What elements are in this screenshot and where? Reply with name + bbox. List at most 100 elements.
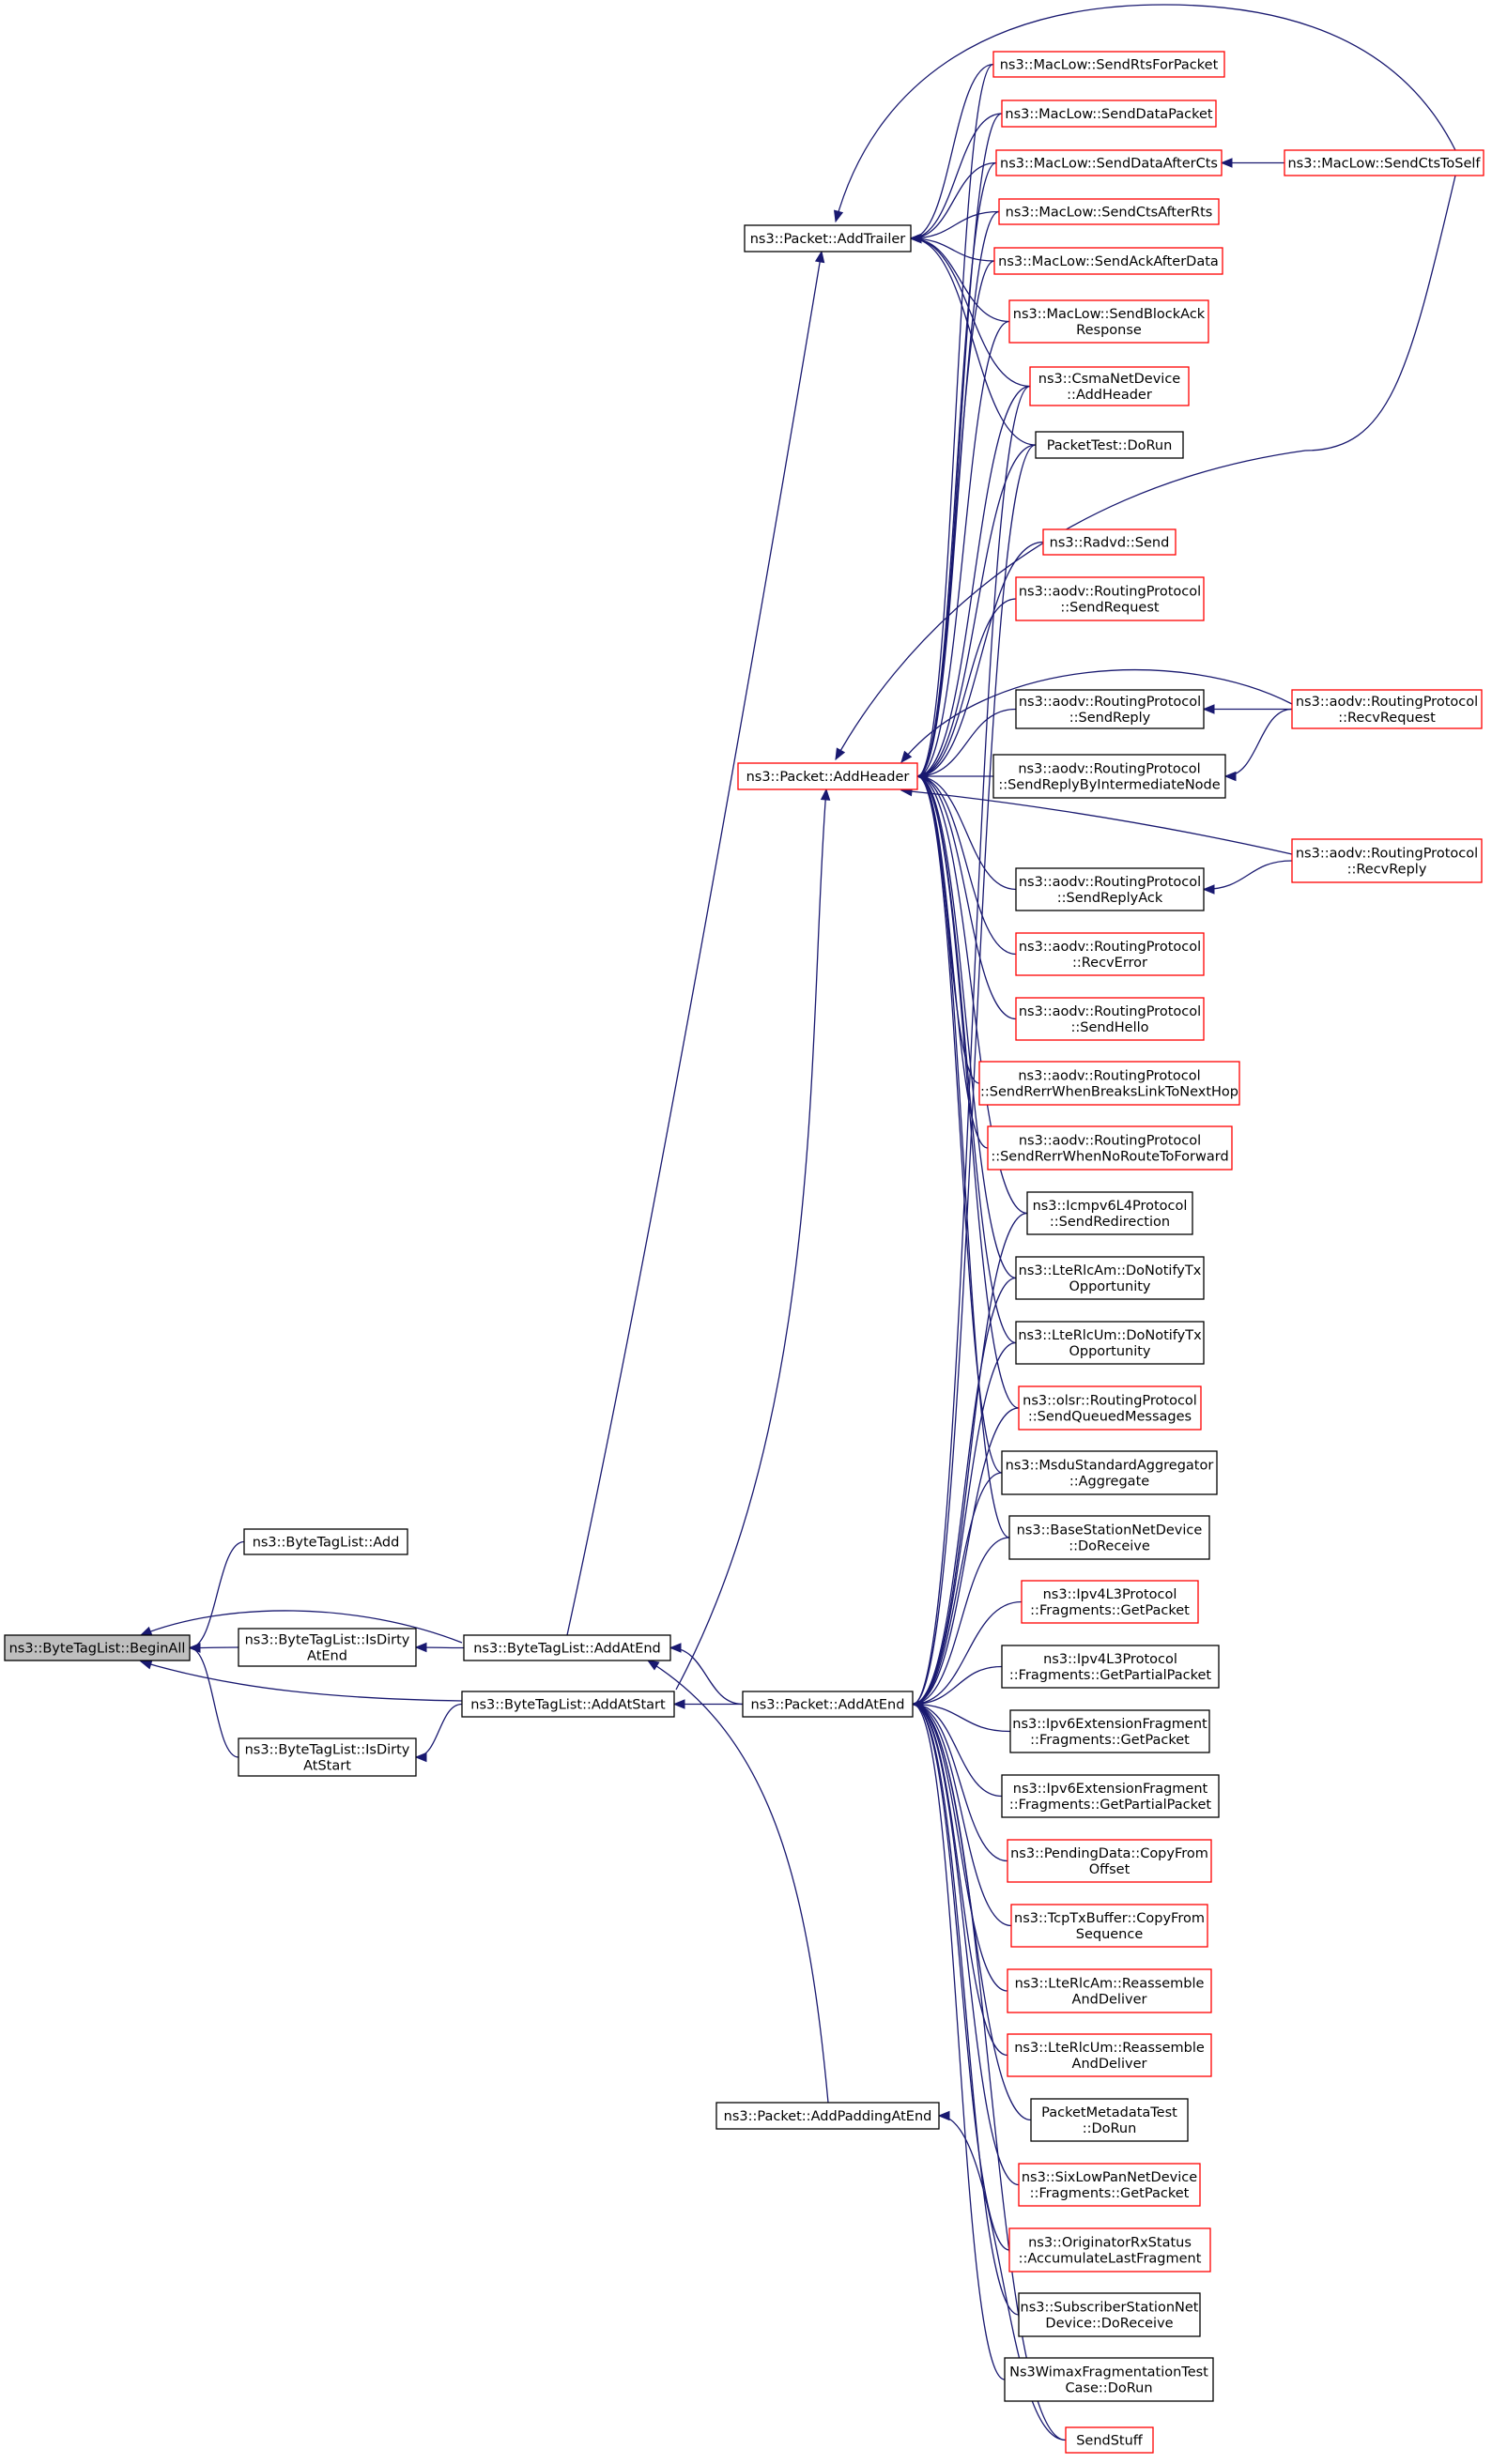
node-box[interactable]: [1007, 2033, 1212, 2077]
node-box[interactable]: [1007, 1968, 1212, 2013]
node-beginall[interactable]: ns3::ByteTagList::BeginAll: [4, 1634, 191, 1661]
node-basestation[interactable]: ns3::BaseStationNetDevice::DoReceive: [1008, 1515, 1210, 1560]
node-addatend[interactable]: ns3::ByteTagList::AddAtEnd: [463, 1634, 671, 1661]
node-box[interactable]: [1018, 2292, 1201, 2337]
node-box[interactable]: [1008, 299, 1209, 344]
node-box[interactable]: [1021, 1580, 1199, 1624]
node-box[interactable]: [1284, 149, 1484, 176]
node-box[interactable]: [4, 1634, 191, 1661]
node-box[interactable]: [1015, 1321, 1205, 1365]
node-originator[interactable]: ns3::OriginatorRxStatus::AccumulateLastF…: [1008, 2227, 1211, 2273]
node-subscriber[interactable]: ns3::SubscriberStationNetDevice::DoRecei…: [1018, 2292, 1201, 2337]
node-box[interactable]: [987, 1125, 1233, 1171]
node-sendrerrbreaks[interactable]: ns3::aodv::RoutingProtocol::SendRerrWhen…: [978, 1061, 1240, 1106]
node-sendrequest[interactable]: ns3::aodv::RoutingProtocol::SendRequest: [1015, 576, 1205, 621]
node-ipv6partial[interactable]: ns3::Ipv6ExtensionFragment::Fragments::G…: [1001, 1774, 1220, 1818]
node-sendreply[interactable]: ns3::aodv::RoutingProtocol::SendReply: [1015, 689, 1205, 729]
node-box[interactable]: [1015, 689, 1205, 729]
node-packettest[interactable]: PacketTest::DoRun: [1035, 431, 1184, 459]
node-ipv4getpacket[interactable]: ns3::Ipv4L3Protocol::Fragments::GetPacke…: [1021, 1580, 1199, 1624]
node-box[interactable]: [1065, 2426, 1154, 2454]
node-csma[interactable]: ns3::CsmaNetDevice::AddHeader: [1029, 366, 1190, 406]
node-box[interactable]: [238, 1737, 417, 1777]
node-box[interactable]: [1015, 997, 1205, 1041]
node-box[interactable]: [993, 247, 1223, 275]
node-box[interactable]: [978, 1061, 1240, 1106]
node-addpadding[interactable]: ns3::Packet::AddPaddingAtEnd: [715, 2102, 940, 2130]
node-paddatend[interactable]: ns3::Packet::AddAtEnd: [742, 1691, 914, 1718]
node-box[interactable]: [744, 224, 912, 253]
node-box[interactable]: [1008, 1515, 1210, 1560]
node-box[interactable]: [1009, 1709, 1210, 1753]
node-box[interactable]: [1001, 1450, 1218, 1495]
node-box[interactable]: [461, 1691, 675, 1718]
node-recvrequest[interactable]: ns3::aodv::RoutingProtocol::RecvRequest: [1291, 689, 1483, 729]
node-box[interactable]: [1010, 1904, 1208, 1948]
node-sendack[interactable]: ns3::MacLow::SendAckAfterData: [993, 247, 1223, 275]
node-box[interactable]: [992, 754, 1226, 799]
node-sendctstoself[interactable]: ns3::MacLow::SendCtsToSelf: [1284, 149, 1484, 176]
node-add[interactable]: ns3::ByteTagList::Add: [243, 1528, 408, 1555]
node-sixlowpan[interactable]: ns3::SixLowPanNetDevice::Fragments::GetP…: [1018, 2163, 1201, 2207]
node-addtrailer[interactable]: ns3::Packet::AddTrailer: [744, 224, 912, 253]
node-radvd[interactable]: ns3::Radvd::Send: [1042, 528, 1177, 556]
node-senddatacts[interactable]: ns3::MacLow::SendDataAfterCts: [995, 149, 1223, 176]
node-sendctsrts[interactable]: ns3::MacLow::SendCtsAfterRts: [998, 198, 1220, 225]
node-box[interactable]: [1042, 528, 1177, 556]
node-recvreply[interactable]: ns3::aodv::RoutingProtocol::RecvReply: [1291, 838, 1483, 883]
node-box[interactable]: [1029, 366, 1190, 406]
node-box[interactable]: [1026, 1191, 1193, 1235]
node-recverror[interactable]: ns3::aodv::RoutingProtocol::RecvError: [1015, 932, 1205, 976]
node-sendhello[interactable]: ns3::aodv::RoutingProtocol::SendHello: [1015, 997, 1205, 1041]
node-box[interactable]: [1291, 689, 1483, 729]
node-icmpv6[interactable]: ns3::Icmpv6L4Protocol::SendRedirection: [1026, 1191, 1193, 1235]
node-ipv4partial[interactable]: ns3::Ipv4L3Protocol::Fragments::GetParti…: [1001, 1645, 1220, 1689]
node-sendreplyinter[interactable]: ns3::aodv::RoutingProtocol::SendReplyByI…: [992, 754, 1226, 799]
node-box[interactable]: [1015, 576, 1205, 621]
node-box[interactable]: [238, 1628, 417, 1667]
node-box[interactable]: [742, 1691, 914, 1718]
node-box[interactable]: [1018, 2163, 1201, 2207]
node-ipv6getpacket[interactable]: ns3::Ipv6ExtensionFragment::Fragments::G…: [1009, 1709, 1210, 1753]
node-sendstuff[interactable]: SendStuff: [1065, 2426, 1154, 2454]
node-box[interactable]: [1004, 2357, 1214, 2402]
node-msdu[interactable]: ns3::MsduStandardAggregator::Aggregate: [1001, 1450, 1218, 1495]
node-sendrerrnoroute[interactable]: ns3::aodv::RoutingProtocol::SendRerrWhen…: [987, 1125, 1233, 1171]
node-box[interactable]: [463, 1634, 671, 1661]
node-box[interactable]: [1001, 1645, 1220, 1689]
node-pmtest[interactable]: PacketMetadataTest::DoRun: [1030, 2098, 1189, 2142]
node-box[interactable]: [715, 2102, 940, 2130]
node-olsr[interactable]: ns3::olsr::RoutingProtocol::SendQueuedMe…: [1018, 1385, 1202, 1431]
node-box[interactable]: [1001, 1774, 1220, 1818]
node-box[interactable]: [1018, 1385, 1202, 1431]
node-box[interactable]: [1015, 1256, 1205, 1300]
node-senddata[interactable]: ns3::MacLow::SendDataPacket: [1001, 99, 1217, 128]
node-box[interactable]: [1007, 1839, 1212, 1883]
node-box[interactable]: [998, 198, 1220, 225]
node-box[interactable]: [1291, 838, 1483, 883]
node-sendrts[interactable]: ns3::MacLow::SendRtsForPacket: [992, 51, 1225, 78]
node-box[interactable]: [992, 51, 1225, 78]
node-sendreplyack[interactable]: ns3::aodv::RoutingProtocol::SendReplyAck: [1015, 867, 1205, 911]
node-box[interactable]: [243, 1528, 408, 1555]
node-box[interactable]: [1035, 431, 1184, 459]
node-box[interactable]: [737, 762, 918, 790]
node-addheader[interactable]: ns3::Packet::AddHeader: [737, 762, 918, 790]
node-box[interactable]: [1015, 932, 1205, 976]
node-addatstart[interactable]: ns3::ByteTagList::AddAtStart: [461, 1691, 675, 1718]
node-box[interactable]: [1030, 2098, 1189, 2142]
node-box[interactable]: [1001, 99, 1217, 128]
node-box[interactable]: [1008, 2227, 1211, 2273]
node-box[interactable]: [1015, 867, 1205, 911]
node-box[interactable]: [995, 149, 1223, 176]
